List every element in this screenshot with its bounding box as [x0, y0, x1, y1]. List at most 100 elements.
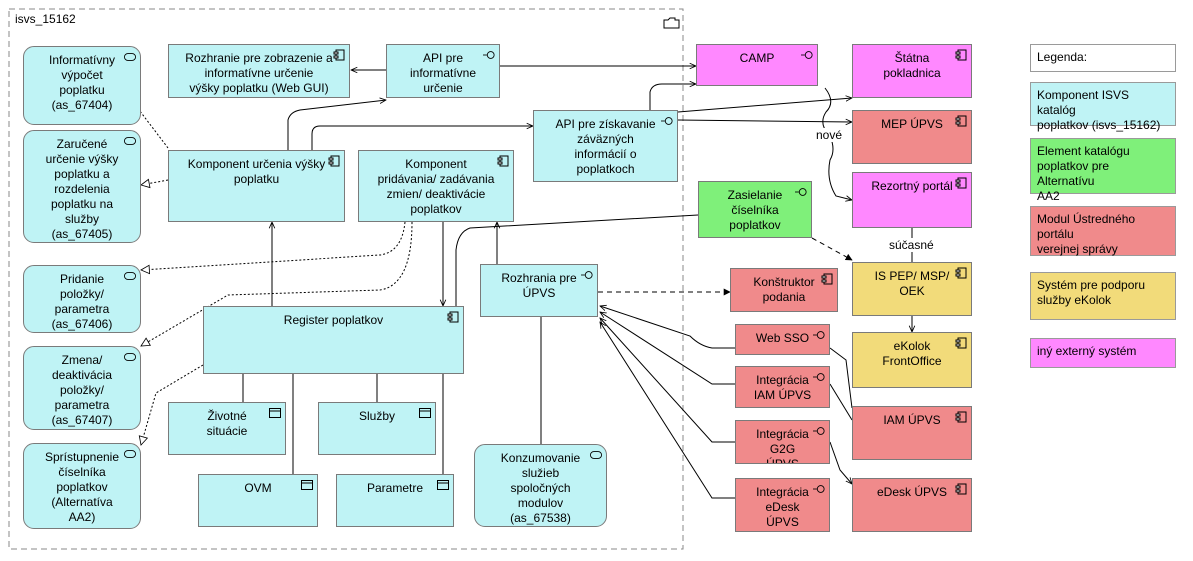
zarucene-urcenie-service[interactable]: Zaručené určenie výšky poplatku a rozdel… [23, 130, 141, 243]
sluzby-object[interactable]: Služby [318, 402, 436, 455]
interface-icon [661, 117, 673, 125]
ekolok-frontoffice-component[interactable]: eKolok FrontOffice [852, 332, 972, 388]
edge-iamint-to-iam [829, 383, 853, 421]
data-object-icon [301, 480, 313, 490]
ovm-label: OVM [244, 481, 272, 495]
zivotne-situacie-object[interactable]: Životné situácie [168, 402, 286, 455]
rozhranie-gui-component[interactable]: Rozhranie pre zobrazenie a informatívne … [168, 44, 350, 98]
rezortny-portal-component[interactable]: Rezortný portál [852, 172, 972, 228]
component-icon [955, 115, 967, 127]
integracia-edesk-label: Integrácia eDesk ÚPVS [756, 485, 809, 529]
api-info-interface[interactable]: API pre informatívne určenie [386, 44, 500, 98]
interface-icon [813, 485, 825, 493]
komponent-urcenia-label: Komponent určenia výšky poplatku [187, 157, 326, 186]
sluzby-label: Služby [358, 409, 396, 423]
legend-item-isvs: Komponent ISVS katalóg poplatkov (isvs_1… [1030, 82, 1176, 132]
edge-komponent-to-api [287, 100, 386, 150]
konzumovanie-label: Konzumovanie služieb spoločných modulov … [500, 451, 581, 525]
component-icon [328, 155, 340, 167]
ekolok-frontoffice-label: eKolok FrontOffice [882, 339, 942, 368]
component-icon [821, 273, 833, 285]
rozhranie-gui-label: Rozhranie pre zobrazenie a informatívne … [185, 51, 333, 95]
interface-icon [801, 51, 813, 59]
legend-item-upvs: Modul Ústredného portálu verejnej správy [1030, 206, 1176, 256]
component-icon [955, 483, 967, 495]
edge-websso-to-iam [829, 347, 853, 409]
data-object-icon [419, 408, 431, 418]
konzumovanie-service[interactable]: Konzumovanie služieb spoločných modulov … [474, 444, 607, 527]
register-poplatkov-component[interactable]: Register poplatkov [203, 306, 464, 374]
zarucene-urcenie-label: Zaručené určenie výšky poplatku a rozdel… [45, 137, 119, 241]
statna-pokladnica-component[interactable]: Štátna pokladnica [852, 44, 972, 98]
interface-icon [813, 331, 825, 339]
data-object-icon [269, 408, 281, 418]
integracia-edesk-interface[interactable]: Integrácia eDesk ÚPVS [735, 478, 830, 532]
zasielanie-ciselnika-interface[interactable]: Zasielanie číselníka poplatkov [698, 181, 812, 238]
iam-upvs-label: IAM ÚPVS [883, 413, 941, 427]
info-vypocet-service[interactable]: Informatívny výpočet poplatku (as_67404) [23, 46, 141, 125]
zmena-deaktivacia-service[interactable]: Zmena/ deaktivácia položky/ parametra (a… [23, 346, 141, 430]
component-icon [333, 49, 345, 61]
component-icon [447, 311, 459, 323]
interface-icon [483, 51, 495, 59]
register-poplatkov-label: Register poplatkov [283, 313, 384, 327]
rozhrania-upvs-interface[interactable]: Rozhrania pre ÚPVS [480, 264, 598, 317]
edge-label-nove: nové [815, 128, 844, 142]
is-pep-component[interactable]: IS PEP/ MSP/ OEK [852, 262, 972, 316]
group-boundary [8, 8, 684, 550]
rezortny-portal-label: Rezortný portál [871, 179, 953, 193]
camp-label: CAMP [739, 51, 775, 65]
legend-title: Legenda: [1030, 44, 1176, 72]
edge-apizav-to-pokladnica [677, 98, 852, 113]
interface-icon [813, 373, 825, 381]
komponent-pridavania-component[interactable]: Komponent pridávania/ zadávania zmien/ d… [358, 150, 514, 222]
edge-zasielanie-to-register [455, 214, 699, 306]
service-icon [124, 53, 136, 61]
camp-interface[interactable]: CAMP [696, 44, 818, 86]
edge-realize-zarucene [141, 180, 169, 185]
edge-g2g-to-edesk [829, 441, 852, 484]
edge-zasielanie-to-ispep [811, 237, 853, 261]
interface-icon [813, 427, 825, 435]
edge-camp-to-rezortny [822, 87, 852, 200]
zmena-deaktivacia-label: Zmena/ deaktivácia položky/ parametra (a… [51, 353, 113, 427]
iam-upvs-component[interactable]: IAM ÚPVS [852, 406, 972, 460]
parametre-object[interactable]: Parametre [336, 474, 454, 527]
api-zavazne-label: API pre získavanie záväzných informácií … [555, 117, 656, 176]
web-sso-interface[interactable]: Web SSO [735, 324, 830, 355]
edge-websso-to-rozhrania [600, 306, 735, 349]
konstruktor-podania-label: Konštruktor podania [753, 275, 815, 304]
integracia-g2g-interface[interactable]: Integrácia G2G ÚPVS [735, 420, 830, 464]
api-zavazne-interface[interactable]: API pre získavanie záväzných informácií … [533, 110, 678, 182]
komponent-pridavania-label: Komponent pridávania/ zadávania zmien/ d… [377, 157, 495, 216]
pridanie-polozky-label: Pridanie položky/ parametra (as_67406) [51, 272, 113, 331]
edge-iamint-to-rozhrania [600, 312, 735, 385]
folder-icon [663, 17, 680, 29]
ovm-object[interactable]: OVM [198, 474, 318, 527]
legend-item-aa2: Element katalógu poplatkov pre Alternatí… [1030, 138, 1176, 203]
integracia-iam-interface[interactable]: Integrácia IAM ÚPVS [735, 366, 830, 408]
mep-upvs-label: MEP ÚPVS [881, 117, 943, 131]
konstruktor-podania-component[interactable]: Konštruktor podania [730, 268, 838, 312]
integracia-iam-label: Integrácia IAM ÚPVS [753, 373, 812, 402]
service-icon [124, 137, 136, 145]
parametre-label: Parametre [366, 481, 424, 495]
mep-upvs-component[interactable]: MEP ÚPVS [852, 110, 972, 164]
interface-icon [795, 188, 807, 196]
component-icon [955, 49, 967, 61]
zasielanie-ciselnika-label: Zasielanie číselníka poplatkov [727, 188, 783, 232]
info-vypocet-label: Informatívny výpočet poplatku (as_67404) [48, 53, 116, 112]
edge-realize-zmena [141, 221, 413, 346]
edesk-upvs-component[interactable]: eDesk ÚPVS [852, 478, 972, 532]
service-icon [124, 450, 136, 458]
statna-pokladnica-label: Štátna pokladnica [883, 51, 941, 80]
komponent-urcenia-component[interactable]: Komponent určenia výšky poplatku [168, 150, 345, 222]
zivotne-situacie-label: Životné situácie [206, 409, 248, 438]
pridanie-polozky-service[interactable]: Pridanie položky/ parametra (as_67406) [23, 265, 141, 333]
edge-realize-pridanie [141, 221, 406, 270]
edge-apizav-to-camp [649, 84, 696, 110]
api-info-label: API pre informatívne určenie [409, 51, 477, 95]
spristupnenie-service[interactable]: Sprístupnenie číselníka poplatkov (Alter… [23, 443, 141, 529]
service-icon [124, 353, 136, 361]
